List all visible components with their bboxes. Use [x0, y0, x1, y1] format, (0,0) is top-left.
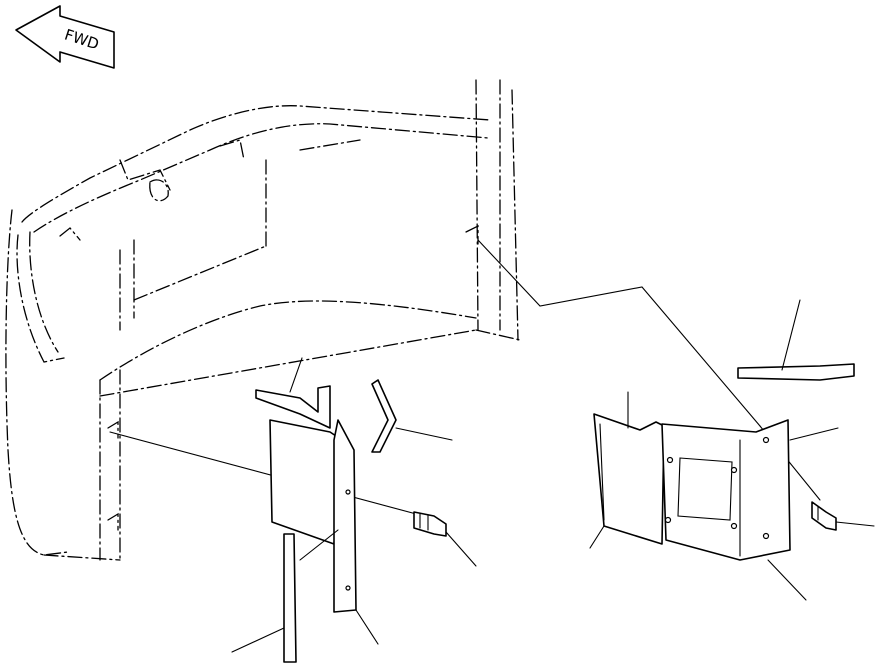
bolt-right: [811, 501, 875, 531]
right-cover-panel: [589, 391, 839, 601]
bolt-left: [413, 511, 477, 567]
seal-strip-vertical: [231, 533, 297, 663]
bracket-strip: [371, 379, 453, 453]
seal-strip-upper-right: [737, 299, 855, 381]
seal-strip-upper-left: [255, 357, 331, 429]
cab-frame-outline: [5, 79, 521, 561]
left-cover-panel: [269, 419, 379, 645]
fwd-arrow-icon: FWD: [15, 5, 115, 69]
